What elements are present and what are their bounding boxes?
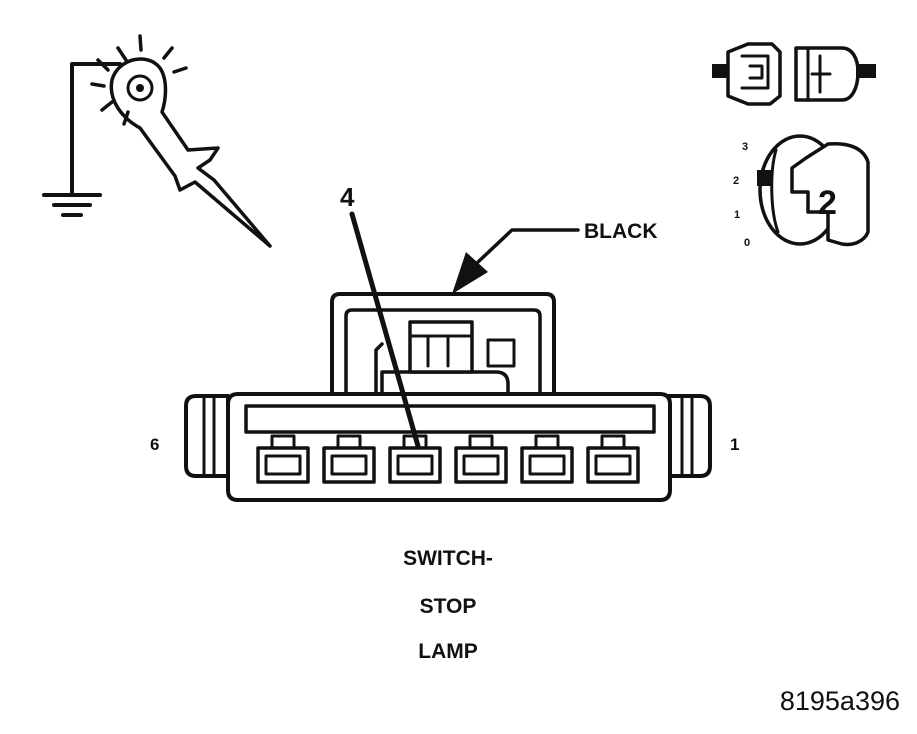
ignition-position-3: 3 bbox=[742, 141, 748, 153]
ignition-position-0: 0 bbox=[744, 237, 750, 249]
pin-1-label: 1 bbox=[730, 435, 739, 454]
terminal-cavity-6 bbox=[256, 434, 310, 484]
connector-disconnect-icon bbox=[712, 42, 876, 106]
ignition-position-1: 1 bbox=[734, 209, 740, 221]
wire-color-label: BLACK bbox=[584, 220, 658, 243]
terminal-cavity-2 bbox=[520, 434, 574, 484]
pin-4-pointer: 4 bbox=[340, 182, 421, 449]
component-name-line1: SWITCH- bbox=[403, 547, 493, 570]
key-position-number: 2 bbox=[818, 184, 837, 222]
terminal-cavity-3 bbox=[454, 434, 508, 484]
ground-symbol-icon bbox=[42, 193, 102, 217]
pin-6-label: 6 bbox=[150, 435, 159, 454]
wire-color-callout: BLACK bbox=[452, 220, 658, 294]
figure-id: 8195a396 bbox=[780, 686, 900, 716]
ignition-key-icon: 2 3 2 1 0 bbox=[733, 134, 870, 249]
terminal-cavity-1 bbox=[586, 434, 640, 484]
ignition-position-2: 2 bbox=[733, 175, 739, 187]
terminal-cavity-4 bbox=[388, 434, 442, 484]
terminal-cavity-5 bbox=[322, 434, 376, 484]
terminal-cavities bbox=[256, 434, 640, 484]
component-name-line3: LAMP bbox=[418, 640, 478, 663]
component-name-line2: STOP bbox=[420, 595, 477, 618]
pin-4-probe-label: 4 bbox=[340, 182, 355, 212]
test-light-probe-icon bbox=[42, 34, 272, 248]
